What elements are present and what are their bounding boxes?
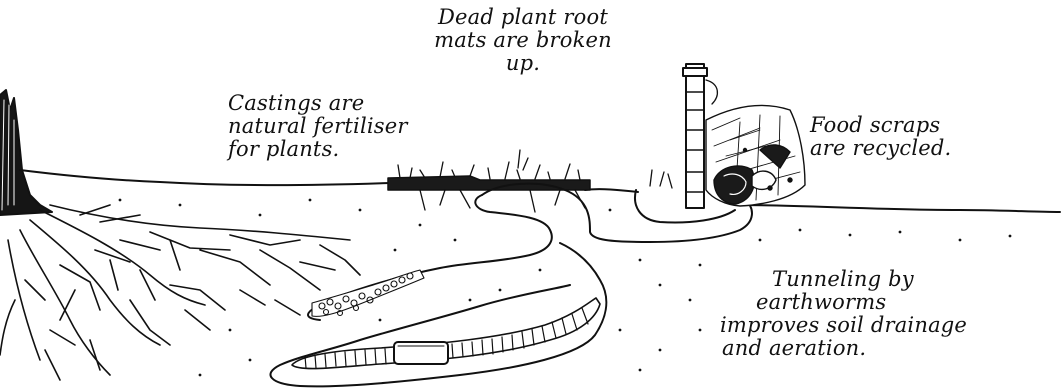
tree-trunk	[0, 90, 52, 215]
label-food-scraps: Food scraps are recycled.	[810, 114, 951, 160]
label-line: and aeration.	[720, 337, 967, 360]
label-line: Dead plant root	[418, 6, 628, 29]
label-line: earthworms	[720, 291, 967, 314]
label-line: up.	[418, 52, 628, 75]
label-line: for plants.	[228, 138, 408, 161]
castings	[312, 270, 424, 316]
label-castings: Castings are natural fertiliser for plan…	[228, 92, 408, 161]
label-line: Tunneling by	[720, 268, 967, 291]
label-tunneling: Tunneling by earthworms improves soil dr…	[720, 268, 967, 360]
label-line: Castings are	[228, 92, 408, 115]
label-line: mats are broken	[418, 29, 628, 52]
label-dead-plant-roots: Dead plant root mats are broken up.	[418, 6, 628, 75]
root-mat	[388, 150, 590, 212]
label-line: are recycled.	[810, 137, 951, 160]
label-line: improves soil drainage	[720, 314, 967, 337]
food-scraps	[706, 105, 805, 206]
label-line: natural fertiliser	[228, 115, 408, 138]
label-line: Food scraps	[810, 114, 951, 137]
tree-roots	[0, 205, 360, 380]
ground-surface	[20, 170, 1060, 212]
